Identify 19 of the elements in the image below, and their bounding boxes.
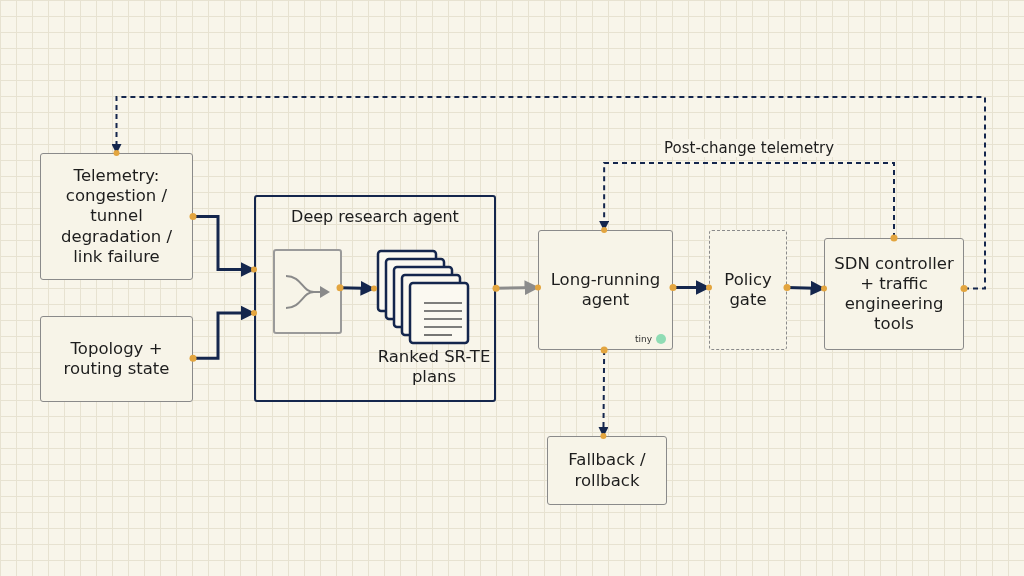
node-label: Fallback / rollback [567,450,647,491]
merge-box [273,249,342,334]
gate-box [709,230,787,350]
edge-label: Post-change telemetry [661,139,838,157]
node-label: Policy gate [723,269,773,311]
process-box [547,436,667,505]
stack-label: Ranked SR-TE plans [376,347,492,388]
panel-heading: Deep research agent [290,207,460,226]
tag-label: tiny [634,334,652,344]
process-box [538,230,673,350]
process-box [40,153,193,280]
arrow [111,96,986,290]
node-label: SDN controller + traffic engineering tools [833,253,955,335]
node-label: Telemetry: congestion / tunnel degradation / link failure [60,166,173,267]
node-label: Long-running agent [549,269,662,311]
process-box [824,238,964,350]
process-box [40,316,193,402]
agent-panel [254,195,496,402]
node-label: Topology + routing state [62,338,171,380]
